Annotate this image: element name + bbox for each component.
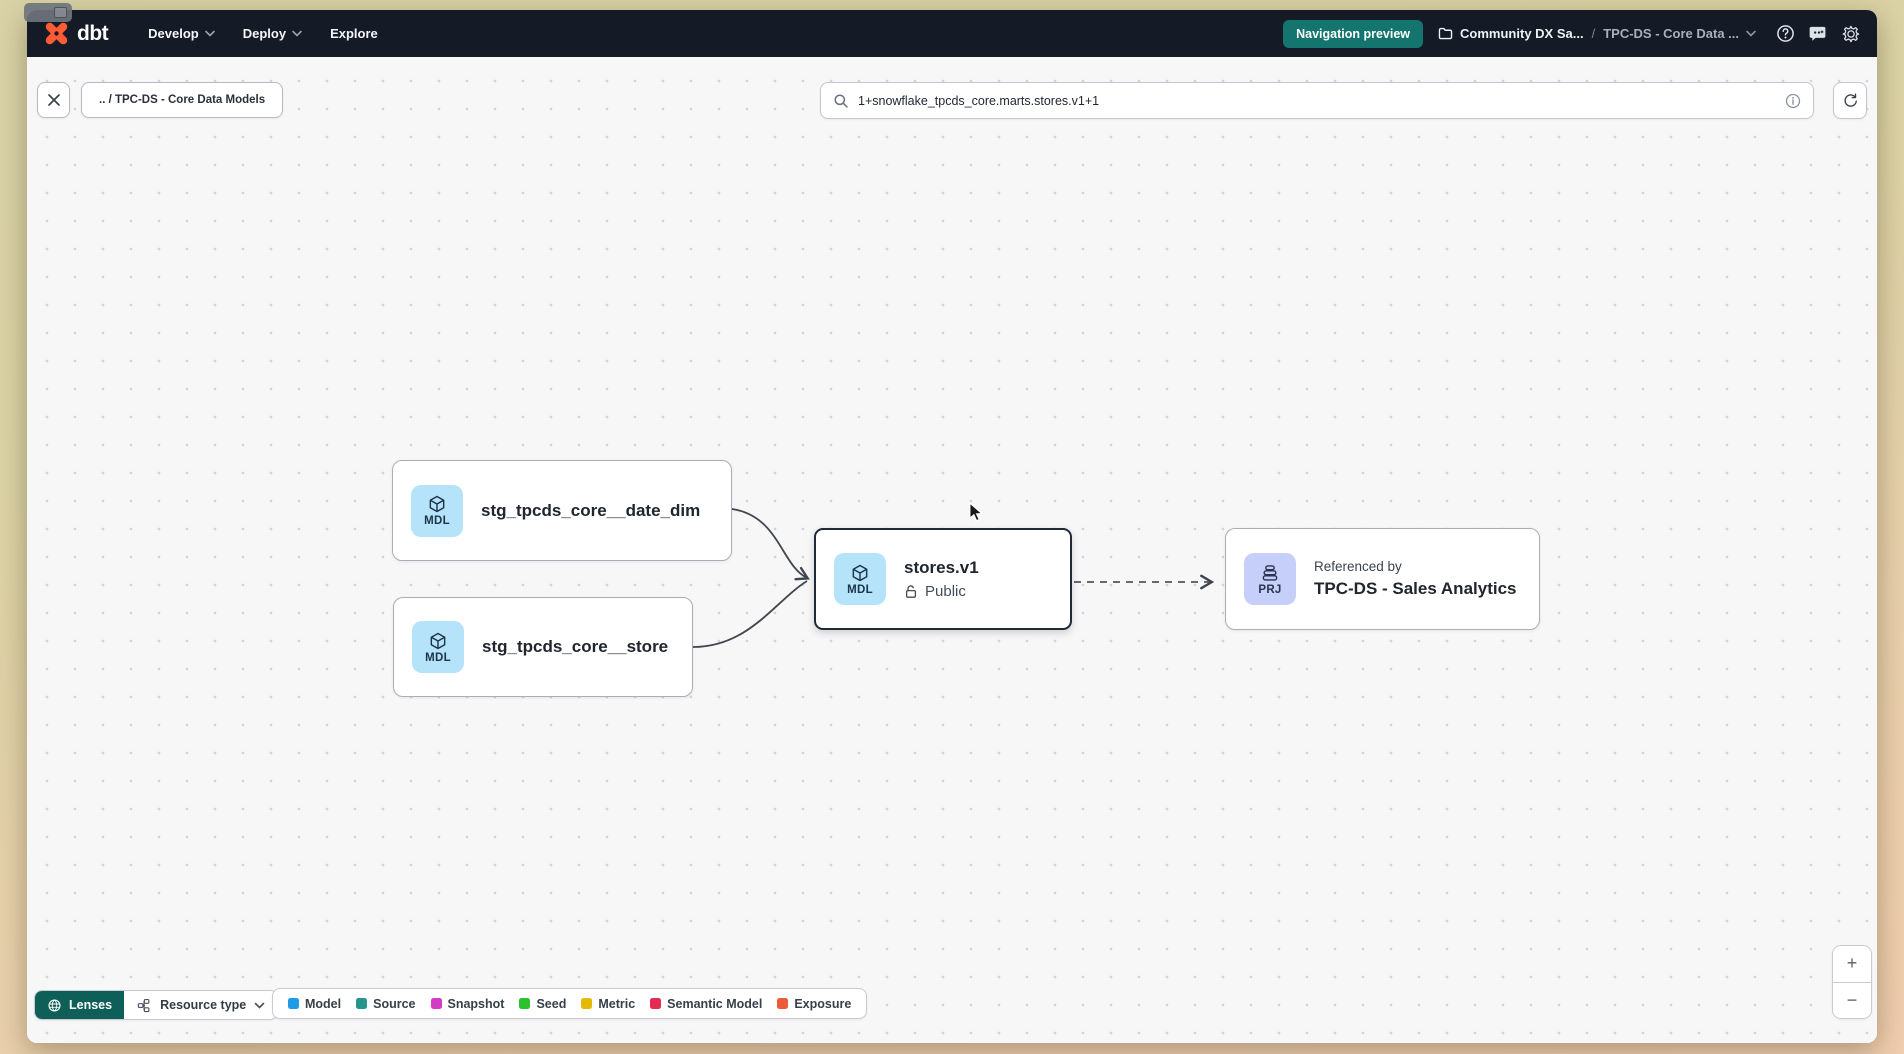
resource-type-icon — [137, 998, 150, 1012]
legend-swatch — [519, 998, 531, 1009]
legend-swatch — [288, 998, 299, 1009]
folder-icon — [1438, 27, 1453, 40]
zoom-controls: + − — [1832, 945, 1872, 1019]
legend-item: Metric — [581, 997, 635, 1011]
node-stg-tpcds-core-store[interactable]: MDL stg_tpcds_core__store — [393, 597, 693, 697]
dbt-logo-icon — [45, 22, 68, 45]
node-tpcds-sales-analytics[interactable]: PRJ Referenced by TPC-DS - Sales Analyti… — [1225, 528, 1540, 630]
model-cube-icon — [429, 495, 445, 513]
chevron-down-icon — [204, 30, 215, 37]
badge-label: PRJ — [1258, 583, 1282, 596]
node-label: stg_tpcds_core__date_dim — [481, 500, 701, 520]
top-navbar: dbt Develop Deploy Explore Navigation pr… — [27, 10, 1877, 57]
monitor-icon — [54, 7, 67, 18]
breadcrumb-current[interactable]: TPC-DS - Core Data ... — [1603, 26, 1756, 41]
model-badge: MDL — [411, 484, 463, 537]
close-lineage-button[interactable] — [37, 82, 70, 118]
model-badge: MDL — [834, 553, 886, 605]
project-stack-icon — [1262, 564, 1278, 581]
legend-label: Source — [373, 996, 416, 1011]
dbt-logo-text: dbt — [77, 21, 109, 45]
legend-item: Semantic Model — [650, 997, 762, 1011]
resource-type-dropdown[interactable]: Resource type — [124, 991, 277, 1019]
breadcrumb-separator: / — [1591, 26, 1596, 41]
navigation-preview-badge[interactable]: Navigation preview — [1283, 19, 1424, 48]
model-cube-icon — [852, 564, 868, 581]
mouse-cursor — [968, 502, 984, 522]
legend-swatch — [356, 998, 368, 1009]
legend-label: Model — [305, 996, 342, 1011]
legend-label: Seed — [536, 996, 567, 1011]
breadcrumb-project[interactable]: Community DX Sa... — [1438, 26, 1584, 41]
legend-label: Semantic Model — [667, 996, 763, 1011]
legend-swatch — [581, 998, 593, 1009]
legend-item: Exposure — [777, 997, 851, 1011]
refresh-lineage-button[interactable] — [1833, 82, 1867, 119]
menu-explore[interactable]: Explore — [330, 26, 378, 41]
legend-item: Source — [356, 996, 416, 1011]
chevron-down-icon — [1746, 30, 1756, 37]
refresh-icon — [1843, 93, 1857, 107]
breadcrumb: Community DX Sa... / TPC-DS - Core Data … — [1438, 26, 1756, 41]
info-icon[interactable] — [1785, 93, 1801, 109]
node-label: stores.v1 — [904, 558, 979, 577]
screen-share-overlay — [24, 3, 72, 22]
navbar-right: Navigation preview Community DX Sa... / … — [1283, 19, 1861, 48]
legend-label: Metric — [598, 996, 636, 1011]
access-row: Public — [904, 583, 979, 600]
chevron-down-icon — [254, 1002, 265, 1009]
badge-label: MDL — [847, 583, 873, 596]
public-unlock-icon — [905, 585, 917, 598]
node-kicker: Referenced by — [1314, 559, 1402, 574]
model-badge: MDL — [412, 621, 464, 673]
app-window: dbt Develop Deploy Explore Navigation pr… — [27, 10, 1877, 1043]
zoom-in-button[interactable]: + — [1833, 946, 1871, 983]
model-cube-icon — [430, 632, 446, 649]
lens-icon — [48, 998, 61, 1012]
legend-swatch — [430, 998, 442, 1009]
access-label: Public — [925, 583, 966, 600]
legend-label: Exposure — [794, 996, 852, 1011]
legend-swatch — [650, 998, 662, 1009]
legend-item: Snapshot — [430, 996, 505, 1011]
dbt-logo[interactable]: dbt — [43, 20, 109, 47]
legend-swatch — [777, 998, 789, 1009]
badge-label: MDL — [425, 651, 451, 664]
chevron-down-icon — [292, 30, 302, 37]
node-stg-tpcds-core-date-dim[interactable]: MDL stg_tpcds_core__date_dim — [392, 460, 732, 561]
help-icon[interactable] — [1775, 24, 1795, 44]
node-label: TPC-DS - Sales Analytics — [1314, 579, 1517, 598]
navbar-icon-group — [1775, 24, 1861, 44]
feedback-icon[interactable] — [1808, 24, 1828, 44]
legend-item: Model — [288, 997, 341, 1011]
project-badge: PRJ — [1244, 553, 1296, 605]
legend-label: Snapshot — [447, 996, 505, 1011]
lenses-button[interactable]: Lenses — [35, 991, 125, 1019]
node-stores-v1[interactable]: MDL stores.v1 Public — [814, 528, 1072, 630]
lineage-canvas[interactable]: .. / TPC-DS - Core Data Models — [27, 57, 1877, 1043]
node-label: stg_tpcds_core__store — [482, 637, 669, 656]
resource-type-legend: Model Source Snapshot Seed Metric Semantic Mo… — [272, 988, 868, 1019]
settings-gear-icon[interactable] — [1841, 24, 1861, 44]
lineage-search-bar[interactable] — [820, 82, 1814, 119]
zoom-out-button[interactable]: − — [1833, 982, 1871, 1018]
search-input[interactable] — [858, 93, 1776, 108]
close-icon — [47, 94, 60, 106]
lenses-control: Lenses Resource type — [34, 990, 279, 1020]
legend-item: Seed — [519, 997, 566, 1011]
menu-develop[interactable]: Develop — [134, 10, 229, 57]
badge-label: MDL — [424, 515, 450, 527]
menu-deploy[interactable]: Deploy — [229, 10, 316, 57]
lineage-context-chip[interactable]: .. / TPC-DS - Core Data Models — [81, 82, 284, 118]
search-icon — [834, 93, 848, 108]
